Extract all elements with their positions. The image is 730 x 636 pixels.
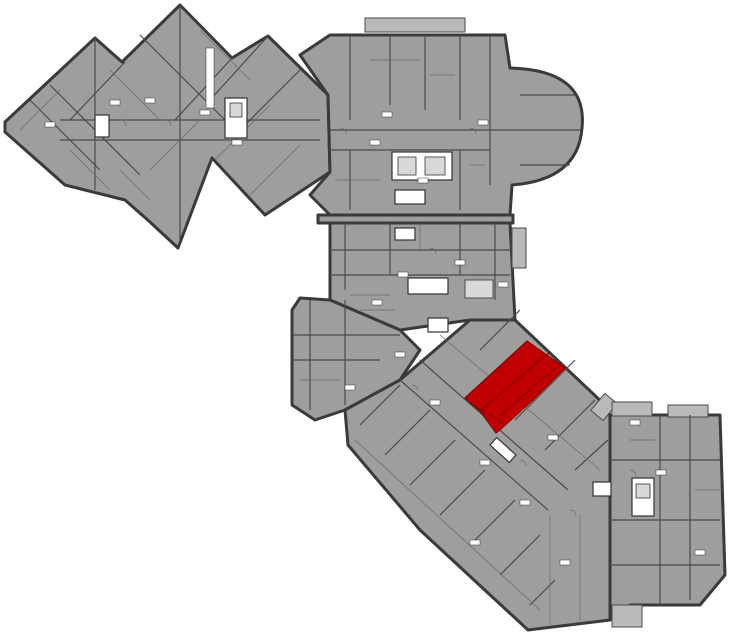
- room-tags: [44, 97, 706, 566]
- highlighted-unit-shape[interactable]: [464, 340, 566, 434]
- north-wing: [298, 17, 584, 217]
- door-swing: [469, 127, 477, 135]
- southeast-block-outline: [608, 413, 727, 622]
- northwest-wing: [3, 3, 332, 250]
- room-tag: [477, 119, 489, 126]
- door-swing: [339, 127, 347, 135]
- room-tag: [381, 111, 393, 118]
- door-swing: [429, 247, 437, 255]
- room-tag: [655, 469, 667, 476]
- northwest-marker: [205, 47, 215, 109]
- room-tag: [369, 139, 381, 146]
- room-tag: [469, 539, 481, 546]
- north-shaft: [394, 189, 426, 205]
- highlighted-unit[interactable]: [464, 340, 566, 434]
- highlighted-unit-wall: [479, 351, 551, 412]
- southeast-top-balcony-2: [667, 404, 709, 418]
- room-tag: [344, 384, 356, 391]
- door-swing: [164, 119, 172, 127]
- room-tag: [559, 559, 571, 566]
- north-wing-walls: [330, 35, 580, 210]
- room-tag: [547, 434, 559, 441]
- southeast-block: [592, 401, 727, 628]
- southeast-stair: [635, 483, 651, 499]
- northwest-wing-outline: [3, 3, 332, 250]
- highlighted-unit-wall-3: [469, 402, 506, 426]
- door-swing: [629, 469, 637, 477]
- diagonal-wing-walls: [354, 309, 609, 625]
- room-tag: [144, 97, 156, 104]
- diagonal-east-balcony: [590, 392, 618, 422]
- room-tag: [371, 299, 383, 306]
- central-east-balcony: [511, 227, 527, 269]
- west-lobe: [290, 296, 449, 422]
- west-lobe-shaft: [427, 317, 449, 333]
- diagonal-corridor-shaft: [489, 436, 517, 464]
- northwest-stair: [229, 102, 243, 118]
- door-marks: [119, 119, 637, 517]
- room-tag: [199, 109, 211, 116]
- southeast-bottom-balcony: [611, 604, 643, 628]
- room-tag: [394, 351, 406, 358]
- central-shaft: [394, 227, 416, 241]
- room-tag: [109, 99, 121, 106]
- room-tag: [417, 177, 429, 184]
- central-stair: [464, 279, 494, 299]
- room-tag: [519, 499, 531, 506]
- door-swing: [411, 384, 419, 392]
- central-wing-walls: [330, 223, 510, 300]
- room-tag: [694, 549, 706, 556]
- north-stair: [397, 156, 417, 176]
- room-tag: [454, 259, 466, 266]
- north-stair-2: [424, 156, 446, 176]
- highlighted-unit-wall-2: [499, 367, 556, 417]
- room-tag: [429, 399, 441, 406]
- southeast-block-walls: [610, 415, 720, 605]
- northwest-shaft: [94, 114, 110, 138]
- room-tag: [497, 281, 509, 288]
- room-tag: [479, 459, 491, 466]
- room-tag: [629, 419, 641, 426]
- west-lobe-outline: [290, 296, 422, 422]
- southeast-shaft: [592, 481, 612, 497]
- door-swing: [569, 509, 577, 517]
- southeast-top-balcony-1: [611, 401, 653, 417]
- room-tag: [44, 121, 56, 128]
- north-wing-outline: [298, 33, 584, 217]
- northwest-wing-walls: [19, 5, 320, 245]
- central-elevator-block: [407, 277, 449, 295]
- room-tag: [231, 139, 243, 146]
- diagonal-wing: [343, 309, 618, 632]
- room-tag: [397, 271, 409, 278]
- north-top-balcony: [364, 17, 466, 33]
- door-swing: [119, 119, 127, 127]
- door-swing: [519, 459, 527, 467]
